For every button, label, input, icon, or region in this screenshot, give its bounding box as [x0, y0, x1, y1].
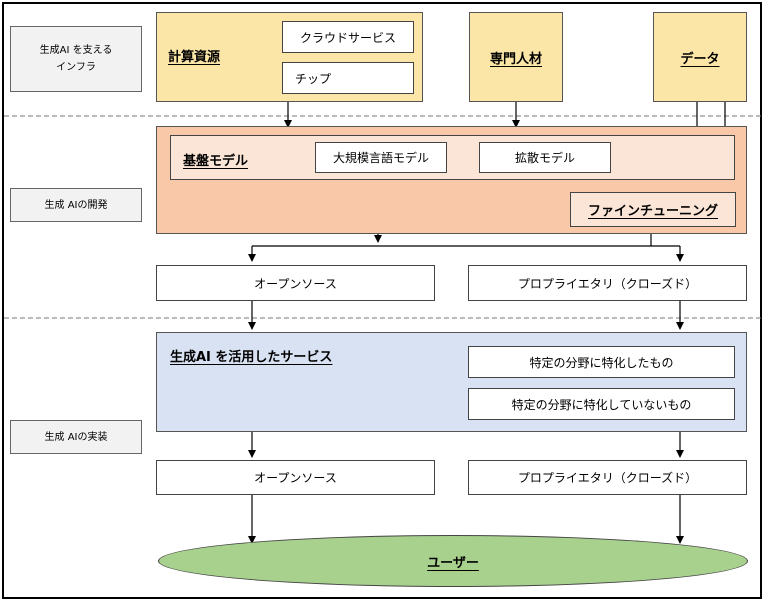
- chip-box: チップ: [282, 62, 414, 94]
- row-label-infra-line1: 生成AI を支える: [39, 45, 113, 56]
- open-source-delivery-box: オープンソース: [156, 460, 435, 495]
- proprietary-delivery-box: プロプライエタリ（クローズド）: [468, 460, 747, 495]
- cloud-services-text: クラウドサービス: [299, 30, 396, 45]
- row-label-impl-text: 生成 AIの実装: [44, 431, 108, 443]
- proprietary-release-text: プロプライエタリ（クローズド）: [517, 276, 698, 291]
- compute-resources-title: 計算資源: [168, 50, 221, 65]
- llm-text: 大規模言語モデル: [332, 151, 429, 165]
- foundation-model-title: 基盤モデル: [183, 154, 249, 169]
- domain-specific-box: 特定の分野に特化したもの: [468, 346, 735, 378]
- row-label-dev-text: 生成 AIの開発: [44, 199, 108, 211]
- row-label-infra: 生成AI を支える インフラ: [10, 26, 142, 92]
- row-label-infra-line2: インフラ: [56, 62, 96, 73]
- general-purpose-text: 特定の分野に特化していないもの: [511, 397, 692, 412]
- users-ellipse: ユーザー: [158, 535, 748, 587]
- llm-box: 大規模言語モデル: [315, 142, 447, 173]
- open-source-release-box: オープンソース: [156, 265, 435, 301]
- cloud-services-box: クラウドサービス: [282, 21, 414, 53]
- proprietary-release-box: プロプライエタリ（クローズド）: [468, 265, 747, 301]
- diffusion-model-text: 拡散モデル: [514, 151, 575, 165]
- proprietary-delivery-text: プロプライエタリ（クローズド）: [517, 471, 698, 485]
- data-box: データ: [653, 12, 747, 102]
- open-source-release-text: オープンソース: [254, 276, 337, 291]
- open-source-delivery-text: オープンソース: [254, 471, 337, 485]
- general-purpose-box: 特定の分野に特化していないもの: [468, 388, 735, 420]
- data-text: データ: [680, 51, 720, 67]
- foundation-model-box: [170, 135, 735, 180]
- row-label-impl: 生成 AIの実装: [10, 420, 142, 454]
- experts-box: 専門人材: [469, 12, 563, 102]
- experts-text: 専門人材: [489, 51, 542, 67]
- ai-services-title: 生成AI を活用したサービス: [170, 350, 333, 365]
- chip-text: チップ: [295, 71, 332, 86]
- outer-frame: [2, 2, 762, 599]
- diffusion-model-box: 拡散モデル: [479, 142, 611, 173]
- fine-tuning-box: ファインチューニング: [570, 192, 736, 227]
- users-text: ユーザー: [427, 555, 479, 571]
- fine-tuning-text: ファインチューニング: [587, 204, 718, 219]
- row-label-dev: 生成 AIの開発: [10, 188, 142, 222]
- domain-specific-text: 特定の分野に特化したもの: [529, 355, 674, 370]
